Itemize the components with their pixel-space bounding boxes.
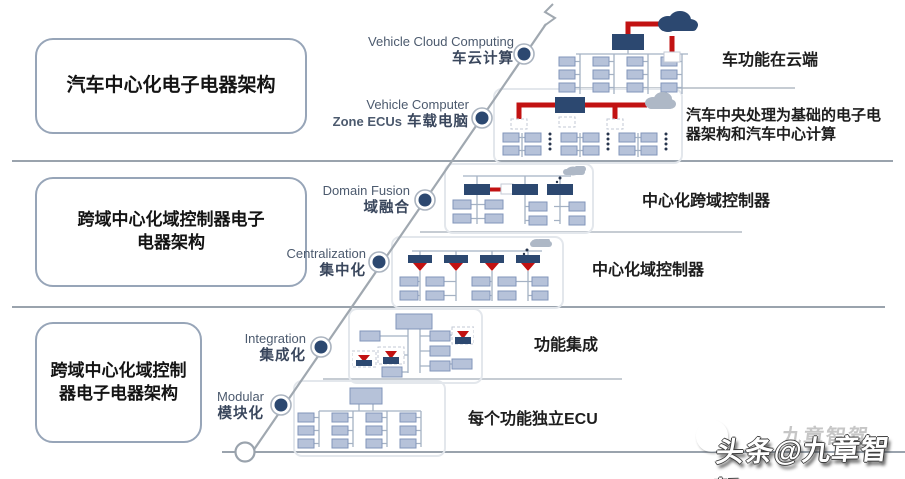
milestone-dot-integration (310, 336, 332, 358)
ecu-boxes (297, 412, 421, 449)
axis-label-modular: Modular 模块化 (213, 389, 264, 423)
desc-vehicle-computer: 汽车中央处理为基础的电子电 器架构和汽车中心计算 (686, 107, 882, 143)
era-box-domain-controller: 跨域中心化域控制 器电子电器架构 (35, 322, 202, 443)
ecu-box (429, 345, 451, 357)
zone-controller-box (510, 118, 528, 130)
ecu-box (451, 358, 473, 370)
ecu-box (429, 330, 451, 342)
stage-en: Vehicle Computer (366, 97, 469, 112)
desc-cloud: 车功能在云端 (722, 52, 819, 69)
funnel-controller-icon (408, 255, 540, 271)
cloud-dot (522, 252, 526, 256)
gateway-box (663, 51, 681, 63)
stage-en2: Zone ECUs (332, 114, 402, 129)
watermark-text: 头条@九章智驾 (709, 433, 892, 479)
cloud-icon (658, 11, 698, 32)
desc-domain-fusion: 中心化跨域控制器 (642, 193, 771, 210)
stage-zh: 模块化 (217, 406, 264, 422)
gateway-box (349, 387, 383, 405)
stage-en: Vehicle Cloud Computing (368, 34, 514, 49)
diagram-modular (297, 387, 422, 449)
red-cloud-link (625, 21, 672, 36)
cloud-dot (558, 176, 562, 180)
stage-en: Centralization (286, 246, 367, 261)
milestone-dot-centralization (368, 251, 390, 273)
axis-label-centralization: Centralization 集中化 (287, 246, 367, 280)
central-computer-box (555, 97, 585, 113)
diagram-zone-ecus (502, 92, 676, 157)
row-divider-integration (323, 378, 622, 380)
ecu-box (359, 330, 381, 342)
cloud-icon (645, 92, 676, 109)
stage-zh: 域融合 (363, 200, 410, 216)
domain-controller-box (547, 184, 573, 195)
stage-zh: 车云计算 (452, 51, 514, 67)
cloud-dot (555, 180, 559, 184)
ecu-boxes (399, 276, 549, 301)
axis-diagonal-line (252, 23, 547, 452)
axis-label-integration: Integration 集成化 (245, 331, 306, 365)
ecu-cluster (618, 132, 668, 157)
red-backbone (516, 102, 647, 119)
domain-controller-box (464, 184, 490, 195)
panel-integration (348, 308, 483, 384)
axis-label-vehicle-computer: Vehicle Computer Zone ECUs 车载电脑 (333, 97, 469, 131)
cloud-icon (530, 239, 552, 247)
era-box-centralized: 汽车中心化电子电器架构 (35, 38, 307, 134)
desc-modular: 每个功能独立ECU (468, 411, 598, 428)
domain-controller-box (512, 184, 538, 195)
cloud-dot (525, 248, 529, 252)
axis-origin-circle (234, 441, 256, 463)
ecu-box (381, 366, 403, 378)
stage-en: Domain Fusion (322, 183, 410, 198)
axis-break-icon (543, 3, 557, 27)
diagram-vehicle-cloud-computing (558, 11, 698, 94)
desc-integration: 功能集成 (534, 337, 599, 354)
milestone-dot-vehicle-computer (471, 107, 493, 129)
diagram-integration (352, 313, 474, 378)
axis-label-domain-fusion: Domain Fusion 域融合 (323, 183, 410, 217)
milestone-dot-vehicle-cloud (513, 43, 535, 65)
stage-zh: 集成化 (259, 348, 306, 364)
desc-centralization: 中心化域控制器 (592, 262, 705, 279)
ecu-cluster (502, 132, 552, 157)
gateway-box (500, 183, 514, 195)
stage-zh: 车载电脑 (407, 114, 469, 130)
gateway-box (395, 313, 433, 330)
central-computer-box (612, 34, 644, 50)
stage-en: Modular (217, 389, 264, 404)
era-box-centralized-label: 汽车中心化电子电器架构 (66, 75, 276, 97)
milestone-dot-modular (270, 394, 292, 416)
jiuzhang-logo-icon (696, 420, 728, 452)
axis-label-vehicle-cloud-computing: Vehicle Cloud Computing 车云计算 (368, 34, 514, 68)
stage-zh: 集中化 (319, 263, 366, 279)
ecu-cluster (560, 132, 610, 157)
diagram-domain-fusion (452, 166, 586, 226)
panel-modular (293, 380, 446, 457)
zone-controller-box (606, 118, 624, 130)
baseline (222, 451, 905, 453)
era-box-domain-controller-label: 跨域中心化域控制 器电子电器架构 (50, 360, 187, 403)
panel-domain-fusion (444, 163, 594, 234)
integrated-controller-icon (377, 346, 405, 365)
integrated-controller-icon (352, 350, 377, 368)
ecu-boxes (452, 199, 586, 226)
integrated-controller-icon (451, 326, 474, 345)
stage-en: Integration (244, 331, 306, 346)
era-box-cross-domain-label: 跨域中心化域控制器电子 电器架构 (77, 210, 265, 252)
milestone-dot-domain-fusion (414, 189, 436, 211)
era-box-cross-domain: 跨域中心化域控制器电子 电器架构 (35, 177, 307, 287)
zone-controller-box (558, 116, 576, 128)
ecu-box (429, 360, 451, 372)
diagram-centralization (399, 239, 552, 301)
cloud-icon (563, 166, 586, 176)
